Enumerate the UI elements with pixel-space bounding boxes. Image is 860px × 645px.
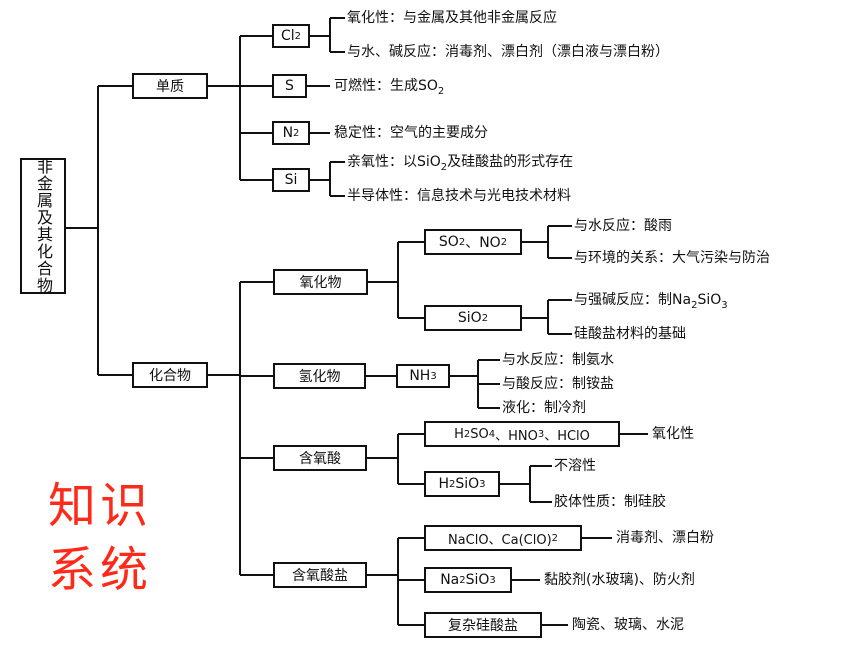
- si-prop1-sub: 2: [440, 161, 448, 173]
- s-prop-sub: 2: [437, 85, 445, 97]
- na2sio3-s1: 2: [459, 574, 466, 586]
- complex-silicate-prop-ceramics: 陶瓷、玻璃、水泥: [572, 617, 684, 633]
- s-prop-text: 可燃性：生成SO: [334, 78, 438, 94]
- h2sio3-s1: 2: [448, 478, 456, 490]
- acid-so: SO: [470, 426, 489, 442]
- oxysalts-node: 含氧酸盐: [273, 562, 367, 588]
- n2-label: N: [282, 125, 294, 141]
- h2sio3-h: H: [438, 476, 449, 492]
- sio2-sub: 2: [481, 312, 489, 324]
- sio2-prop-strong-base: 与强碱反应：制Na2SiO3: [574, 291, 728, 315]
- si-prop1-a: 亲氧性：以SiO: [347, 154, 441, 170]
- cl2-prop-oxidizing: 氧化性：与金属及其他非金属反应: [347, 10, 557, 26]
- h2sio3-s2: 3: [479, 478, 486, 490]
- root-label: 非金属及其化合物: [34, 158, 53, 294]
- na2sio3-prop-adhesive: 黏胶剂(水玻璃)、防火剂: [544, 572, 695, 588]
- si-prop-semiconductor: 半导体性：信息技术与光电技术材料: [347, 188, 571, 204]
- s-node: S: [272, 74, 307, 98]
- h2sio3-prop-colloid: 胶体性质：制硅胶: [554, 494, 666, 510]
- cl2-sub: 2: [294, 30, 302, 42]
- sio2-p1-sub1: 2: [691, 299, 698, 311]
- elements-label: 单质: [156, 79, 184, 95]
- acid-hno: 、HNO: [495, 428, 538, 444]
- oxides-label: 氧化物: [299, 275, 342, 291]
- na2sio3-s2: 3: [489, 574, 496, 586]
- sio2-p1-b: SiO: [697, 292, 722, 308]
- nh3-sub: 3: [430, 370, 437, 382]
- s-prop-combustible: 可燃性：生成SO2: [334, 77, 444, 101]
- acid-s3: 3: [537, 428, 545, 440]
- sio2-p1-sub2: 3: [721, 299, 728, 311]
- compounds-label: 化合物: [149, 368, 191, 384]
- cl2-label: Cl: [280, 28, 295, 44]
- h2sio3-prop-insoluble: 不溶性: [554, 458, 596, 474]
- complex-silicate-node: 复杂硅酸盐: [424, 612, 542, 638]
- si-prop1-b: 及硅酸盐的形式存在: [447, 154, 574, 170]
- nh3-prop-liquefy: 液化：制冷剂: [502, 400, 586, 416]
- na2sio3-na: Na: [440, 572, 460, 588]
- n2-prop-stability: 稳定性：空气的主要成分: [334, 125, 488, 141]
- corner-title-line1: 知识: [48, 478, 153, 534]
- strong-acids-prop-oxidizing: 氧化性: [652, 426, 694, 442]
- root-node: 非金属及其化合物: [20, 158, 66, 294]
- nh3-a: NH: [409, 368, 431, 384]
- acid-h: H: [454, 426, 464, 442]
- so2-sub: 2: [458, 236, 466, 248]
- so2-prop-environment: 与环境的关系：大气污染与防治: [574, 250, 770, 266]
- nh3-prop-acid: 与酸反应：制铵盐: [502, 376, 614, 392]
- acid-s2: 4: [488, 428, 496, 440]
- naclo-node: NaClO、Ca(ClO)2: [424, 525, 582, 551]
- no2-sub: 2: [500, 236, 508, 248]
- oxysalts-label: 含氧酸盐: [292, 568, 348, 584]
- si-node: Si: [272, 168, 310, 192]
- si-prop-oxyphilic: 亲氧性：以SiO2及硅酸盐的形式存在: [347, 153, 573, 177]
- hydrides-node: 氢化物: [273, 363, 366, 389]
- si-label: Si: [284, 172, 298, 188]
- oxides-node: 氧化物: [273, 269, 368, 295]
- corner-title-line2: 系统: [48, 542, 153, 598]
- sio2-prop-silicate-basis: 硅酸盐材料的基础: [574, 326, 686, 342]
- n2-sub: 2: [293, 127, 300, 139]
- s-label: S: [285, 78, 294, 94]
- so2-prop-acid-rain: 与水反应：酸雨: [574, 218, 672, 234]
- oxyacids-label: 含氧酸: [299, 451, 341, 467]
- compounds-node: 化合物: [132, 362, 208, 388]
- acid-s1: 2: [463, 428, 471, 440]
- complex-silicate-label: 复杂硅酸盐: [448, 618, 518, 634]
- cl2-prop-water-alkali: 与水、碱反应：消毒剂、漂白剂（漂白液与漂白粉）: [347, 44, 669, 60]
- elements-node: 单质: [132, 73, 208, 99]
- sio2-a: SiO: [457, 310, 482, 326]
- naclo-sub: 2: [551, 532, 559, 544]
- naclo-prop-disinfectant: 消毒剂、漂白粉: [616, 530, 714, 546]
- sio2-p1-a: 与强碱反应：制Na: [574, 292, 692, 308]
- naclo-a: NaClO、Ca(ClO): [447, 532, 552, 548]
- hydrides-label: 氢化物: [298, 369, 341, 385]
- acid-hclo: 、HClO: [544, 428, 590, 444]
- h2sio3-sio: SiO: [455, 476, 480, 492]
- so2-a: SO: [438, 234, 459, 250]
- nh3-prop-water: 与水反应：制氨水: [502, 352, 614, 368]
- na2sio3-sio: SiO: [465, 572, 490, 588]
- no2-mid: 、NO: [465, 235, 501, 251]
- oxyacids-node: 含氧酸: [273, 445, 367, 471]
